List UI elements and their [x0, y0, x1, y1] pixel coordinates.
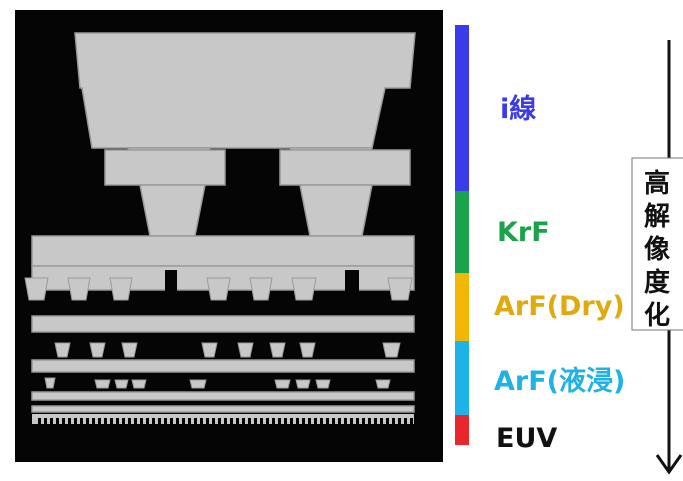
fine-gap — [98, 418, 101, 424]
via-row-1 — [15, 270, 359, 310]
metal-7 — [31, 391, 415, 401]
fine-gap — [380, 418, 383, 424]
fine-gap — [332, 418, 335, 424]
arrow-label-char-2: 解 — [644, 202, 670, 232]
fine-gap — [80, 418, 83, 424]
bottom-fine-lines — [32, 414, 414, 424]
fine-gap — [410, 418, 413, 424]
fine-gap — [362, 418, 365, 424]
fine-gap — [68, 418, 71, 424]
fine-gap — [50, 418, 53, 424]
legend-label-i-line: i線 — [500, 93, 536, 125]
fine-gap — [308, 418, 311, 424]
fine-gap — [290, 418, 293, 424]
fine-gap — [56, 418, 59, 424]
metal-5 — [31, 315, 415, 333]
fine-gap — [194, 418, 197, 424]
fine-gap — [266, 418, 269, 424]
legend-label-arf-immersion: ArF(液浸) — [494, 366, 625, 397]
metal-2-left — [104, 149, 226, 186]
bar-krf — [455, 191, 469, 273]
via-row-3-plugs — [44, 377, 391, 389]
fine-gap — [218, 418, 221, 424]
fine-gap — [122, 418, 125, 424]
fine-gap — [314, 418, 317, 424]
fine-gap — [338, 418, 341, 424]
fine-gap — [320, 418, 323, 424]
fine-gap — [224, 418, 227, 424]
fine-gap — [44, 418, 47, 424]
bar-i-line — [455, 25, 469, 191]
fine-gap — [374, 418, 377, 424]
fine-gap — [164, 418, 167, 424]
fine-gap — [302, 418, 305, 424]
metal-6 — [31, 359, 415, 373]
fine-gap — [392, 418, 395, 424]
fine-gap — [110, 418, 113, 424]
arrow-label-char-3: 像 — [644, 235, 671, 265]
fine-gap — [350, 418, 353, 424]
legend-label-krf: KrF — [497, 217, 550, 248]
arrow-head — [655, 454, 683, 475]
fine-gap — [104, 418, 107, 424]
fine-gap — [158, 418, 161, 424]
fine-gap — [92, 418, 95, 424]
fine-gap — [146, 418, 149, 424]
top-metal — [74, 32, 416, 149]
fine-gap — [398, 418, 401, 424]
trunk-right — [299, 184, 373, 237]
legend-label-arf-dry: ArF(Dry) — [494, 291, 625, 322]
fine-gap — [62, 418, 65, 424]
fine-gap — [128, 418, 131, 424]
fine-gap — [296, 418, 299, 424]
resolution-arrow — [631, 40, 683, 475]
metal-8 — [31, 405, 415, 413]
fine-gap — [116, 418, 119, 424]
via-row-1-plugs — [24, 277, 413, 301]
fine-gap — [344, 418, 347, 424]
arrow-label-char-1: 高 — [644, 168, 670, 199]
bar-arf-dry — [455, 273, 469, 341]
fine-gap — [284, 418, 287, 424]
fine-gap — [248, 418, 251, 424]
fine-gap — [182, 418, 185, 424]
metal-2-right — [279, 149, 411, 186]
fine-gap — [134, 418, 137, 424]
metal-3 — [31, 235, 415, 267]
fine-gap — [236, 418, 239, 424]
fine-gap — [212, 418, 215, 424]
fine-gap — [404, 418, 407, 424]
bar-arf-immersion — [455, 341, 469, 415]
fine-gap — [188, 418, 191, 424]
fine-gap — [242, 418, 245, 424]
fine-gap — [152, 418, 155, 424]
arrow-label-char-5: 化 — [644, 301, 670, 331]
fine-gap — [260, 418, 263, 424]
fine-gap — [326, 418, 329, 424]
fine-gap — [368, 418, 371, 424]
fine-gap — [86, 418, 89, 424]
fine-gap — [206, 418, 209, 424]
fine-gap — [74, 418, 77, 424]
bar-euv — [455, 415, 469, 445]
fine-gap — [38, 418, 41, 424]
fine-gap — [272, 418, 275, 424]
via-row-2-plugs — [54, 342, 401, 358]
trunk-left — [139, 184, 206, 237]
fine-gap — [254, 418, 257, 424]
legend-label-euv: EUV — [496, 423, 557, 454]
fine-gap — [176, 418, 179, 424]
fine-gap — [386, 418, 389, 424]
arrow-label-box — [631, 157, 683, 331]
resolution-color-bar — [455, 25, 469, 445]
fine-gap — [356, 418, 359, 424]
fine-gap — [170, 418, 173, 424]
bottom-fine-gaps — [38, 418, 413, 424]
fine-gap — [200, 418, 203, 424]
arrow-label-char-4: 度 — [644, 267, 670, 298]
fine-gap — [278, 418, 281, 424]
fine-gap — [230, 418, 233, 424]
fine-gap — [140, 418, 143, 424]
